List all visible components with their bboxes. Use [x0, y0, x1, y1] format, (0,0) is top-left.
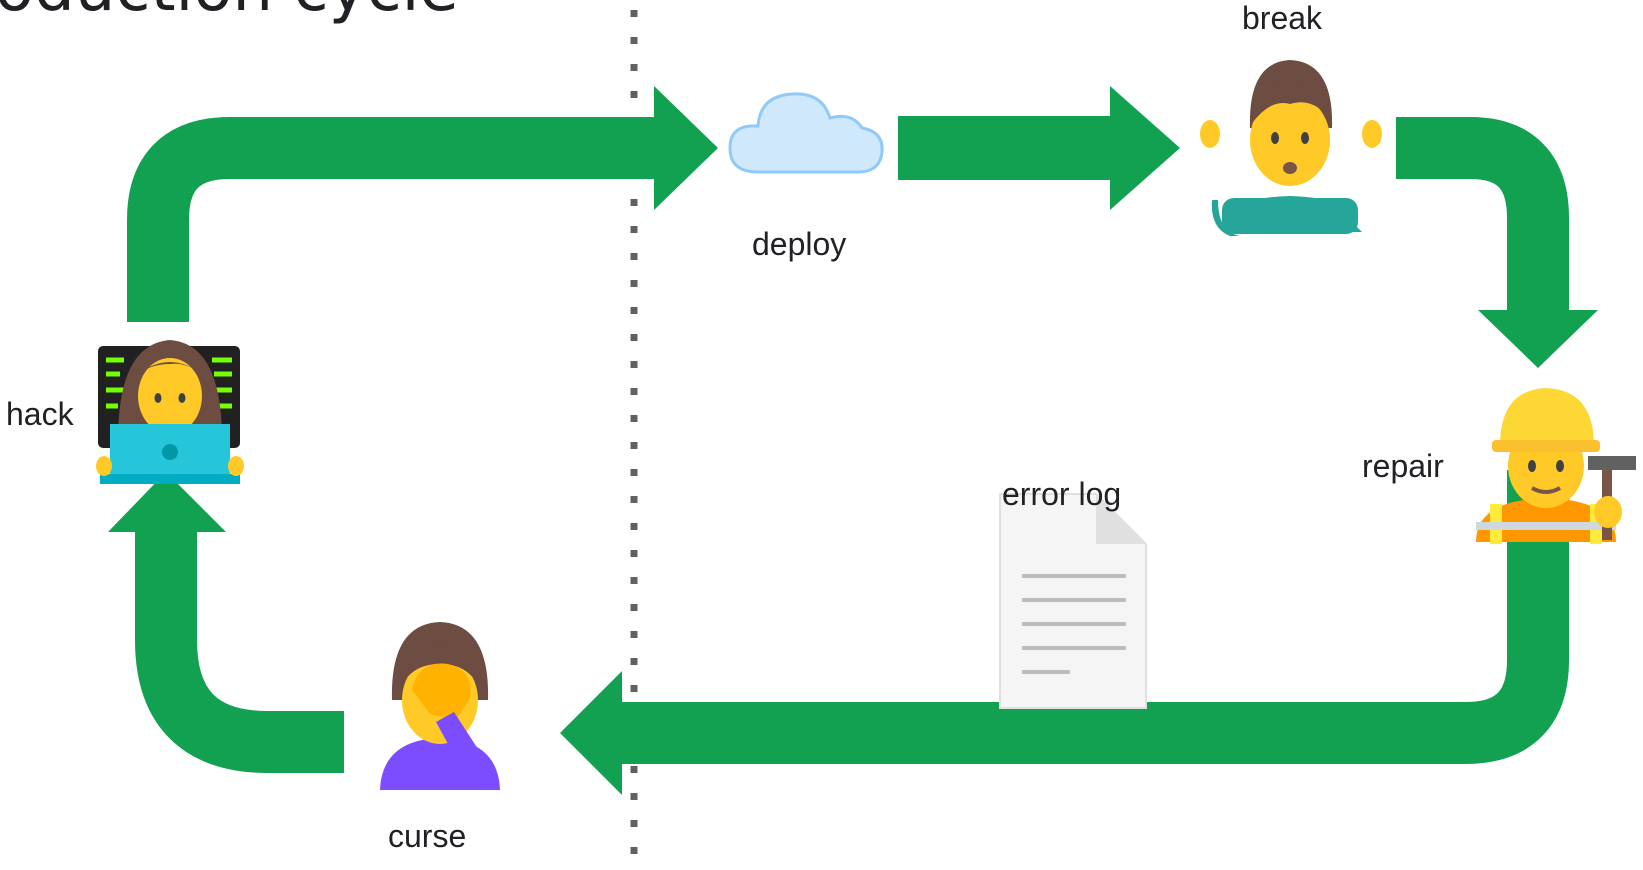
arrow-break-to-repair [1396, 117, 1569, 318]
curse-label: curse [388, 818, 467, 854]
construction-worker-icon [1476, 388, 1636, 544]
arrow-curse-to-hack [135, 520, 344, 773]
arrowhead-to-repair [1478, 310, 1598, 368]
break-label: break [1242, 0, 1323, 36]
cloud-icon [728, 92, 884, 174]
document-icon [999, 493, 1147, 709]
deploy-label: deploy [752, 226, 847, 262]
arrowhead-to-deploy [654, 86, 718, 210]
repair-label: repair [1362, 448, 1444, 484]
arrowhead-to-break [1110, 86, 1180, 210]
arrow-repair-to-curse [616, 470, 1569, 764]
error-log-label: error log [1002, 476, 1122, 512]
arrowhead-to-curse [560, 671, 622, 795]
woman-technologist-icon [96, 340, 244, 484]
hack-label: hack [6, 396, 74, 432]
diagram-title: roduction cycle [0, 0, 459, 26]
woman-facepalming-icon [380, 622, 500, 790]
arrowhead-to-hack [108, 472, 226, 532]
person-shrugging-icon [1200, 60, 1382, 236]
arrow-hack-to-deploy [127, 117, 662, 322]
arrow-deploy-to-break [898, 116, 1118, 180]
